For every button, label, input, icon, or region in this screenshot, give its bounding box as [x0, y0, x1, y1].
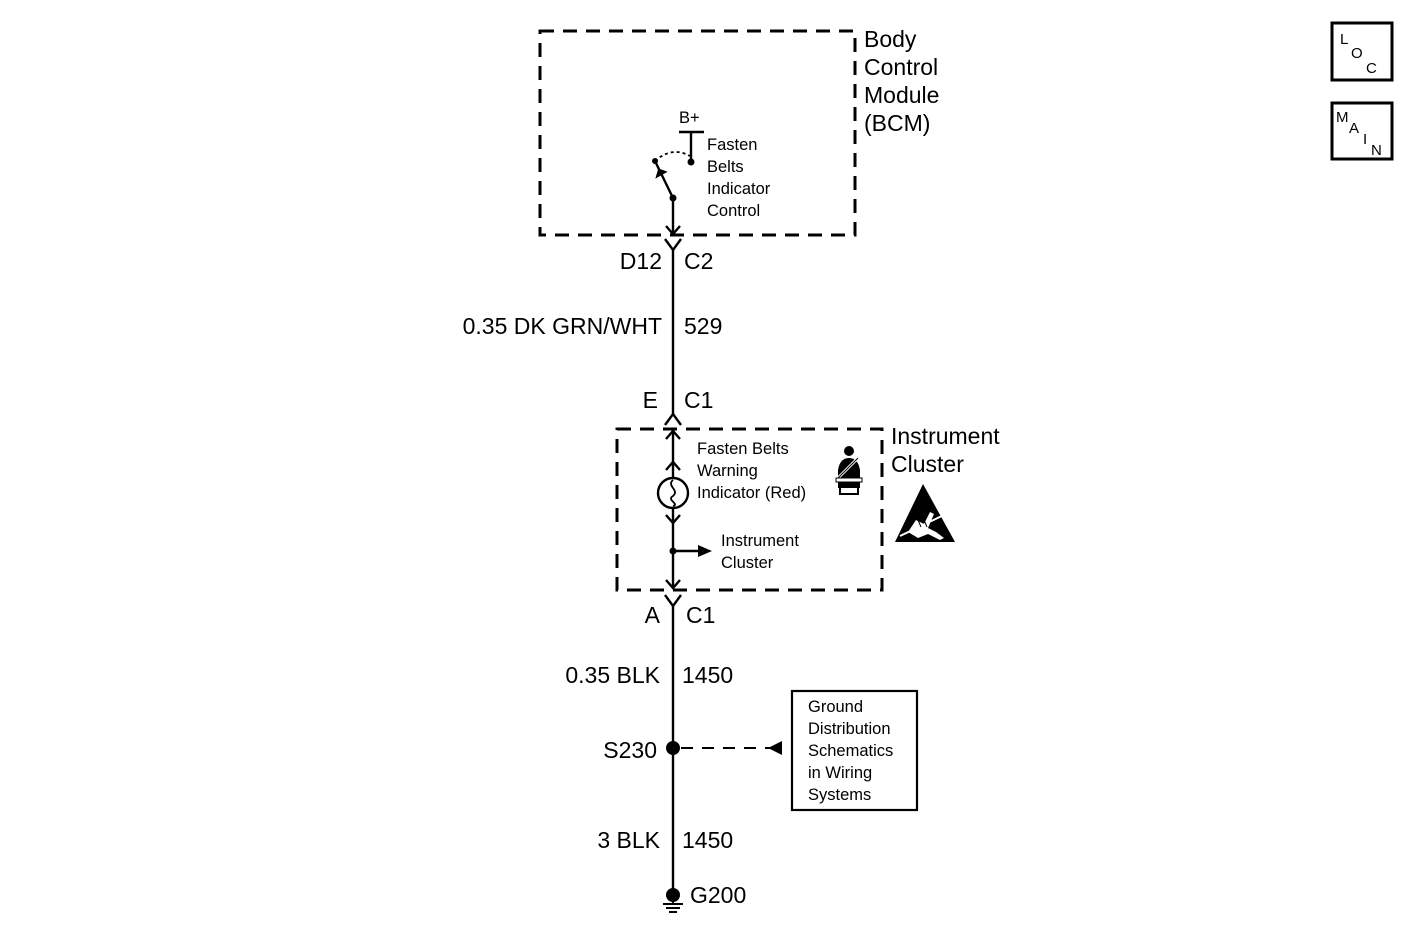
- connector-symbol-icon: [664, 411, 682, 426]
- wire-1450-b: 3 BLK 1450: [597, 748, 733, 893]
- bcm-switch-line4: Control: [707, 202, 760, 220]
- main-letter-a: A: [1349, 120, 1359, 137]
- arrow-down-icon: [665, 579, 681, 590]
- main-letter-n: N: [1371, 142, 1382, 159]
- ground-g200: G200: [663, 882, 746, 913]
- cluster-name-line1: Instrument: [891, 423, 1000, 449]
- bcm-switch-tip: [652, 158, 658, 164]
- bcm-switch-arrow-icon: [655, 168, 668, 179]
- wire-529: 0.35 DK GRN/WHT 529: [463, 250, 722, 416]
- cluster-boundary: [615, 427, 884, 592]
- bcm-name-line2: Control: [864, 54, 938, 80]
- cluster-out-pin-label: A: [645, 602, 661, 628]
- arrow-left-icon: [768, 741, 782, 755]
- bcm-switch-line2: Belts: [707, 158, 744, 176]
- wire-1450b-circuit: 1450: [682, 827, 733, 853]
- wire-1450-a: 0.35 BLK 1450: [565, 606, 733, 748]
- bcm-supply-label: B+: [679, 109, 700, 127]
- bcm-name-line4: (BCM): [864, 110, 930, 136]
- bcm-name-line3: Module: [864, 82, 939, 108]
- bcm-switch-travel-icon: [654, 151, 691, 162]
- cluster-ref-line1: Instrument: [721, 532, 799, 550]
- bcm-module: Body Control Module (BCM) B+ Fasten Belt…: [538, 26, 939, 237]
- ground-distribution-ref-box: [790, 689, 919, 812]
- main-button-frame[interactable]: [1330, 101, 1394, 161]
- loc-button-frame[interactable]: [1330, 21, 1394, 82]
- cluster-out-connector-label: C1: [686, 602, 715, 628]
- lamp-label-line1: Fasten Belts: [697, 440, 789, 458]
- ground-ref-line5: Systems: [808, 786, 871, 804]
- connector-symbol-icon: [664, 594, 682, 609]
- wire-1450a-circuit: 1450: [682, 662, 733, 688]
- bcm-pin-label: D12: [620, 248, 662, 274]
- bcm-arrow-down-icon: [665, 225, 681, 236]
- seatbelt-icon: [834, 446, 863, 495]
- loc-button[interactable]: L O C: [1330, 21, 1394, 82]
- instrument-cluster: Instrument Cluster Fasten Belts Warning …: [615, 423, 1000, 592]
- cluster-in-connector-label: C1: [684, 387, 713, 413]
- main-letter-i: I: [1363, 131, 1367, 148]
- warning-lamp-icon: [656, 476, 690, 510]
- wire-1450a-gauge-color: 0.35 BLK: [565, 662, 660, 688]
- wire-529-circuit: 529: [684, 313, 722, 339]
- cluster-input-connector: E C1: [643, 387, 713, 426]
- esd-sensitive-icon: [895, 484, 955, 542]
- loc-letter-c: C: [1366, 60, 1377, 77]
- splice-label: S230: [603, 737, 657, 763]
- cluster-output-connector: A C1: [645, 594, 715, 628]
- bcm-switch-blade: [653, 160, 675, 199]
- lamp-label-line2: Warning: [697, 462, 758, 480]
- bcm-name-line1: Body: [864, 26, 917, 52]
- ground-label: G200: [690, 882, 746, 908]
- cluster-ref-line2: Cluster: [721, 554, 774, 572]
- lamp-label-line3: Indicator (Red): [697, 484, 806, 502]
- loc-letter-l: L: [1340, 31, 1348, 48]
- arrow-down-icon: [665, 514, 681, 525]
- ground-ref-line2: Distribution: [808, 720, 891, 738]
- ground-ref-line3: Schematics: [808, 742, 893, 760]
- main-button[interactable]: M A I N: [1330, 101, 1394, 161]
- bcm-switch-contact: [687, 158, 695, 166]
- connector-symbol-icon: [664, 238, 682, 253]
- arrow-right-icon: [698, 545, 712, 557]
- splice-s230: S230 Ground Distribution Schematics in W…: [603, 689, 919, 812]
- arrow-up-icon: [665, 460, 681, 471]
- bcm-switch-line1: Fasten: [707, 136, 757, 154]
- wire-1450b-gauge-color: 3 BLK: [597, 827, 660, 853]
- bcm-switch-line3: Indicator: [707, 180, 771, 198]
- cluster-name-line2: Cluster: [891, 451, 964, 477]
- main-letter-m: M: [1336, 109, 1349, 126]
- wire-529-gauge-color: 0.35 DK GRN/WHT: [463, 313, 662, 339]
- ground-ref-line4: in Wiring: [808, 764, 872, 782]
- lamp-filament-icon: [670, 479, 676, 507]
- bcm-boundary: [538, 29, 857, 237]
- cluster-in-pin-label: E: [643, 387, 658, 413]
- loc-letter-o: O: [1351, 45, 1363, 62]
- ground-ref-line1: Ground: [808, 698, 863, 716]
- bcm-connector-label: C2: [684, 248, 713, 274]
- bcm-connector: D12 C2: [620, 238, 713, 274]
